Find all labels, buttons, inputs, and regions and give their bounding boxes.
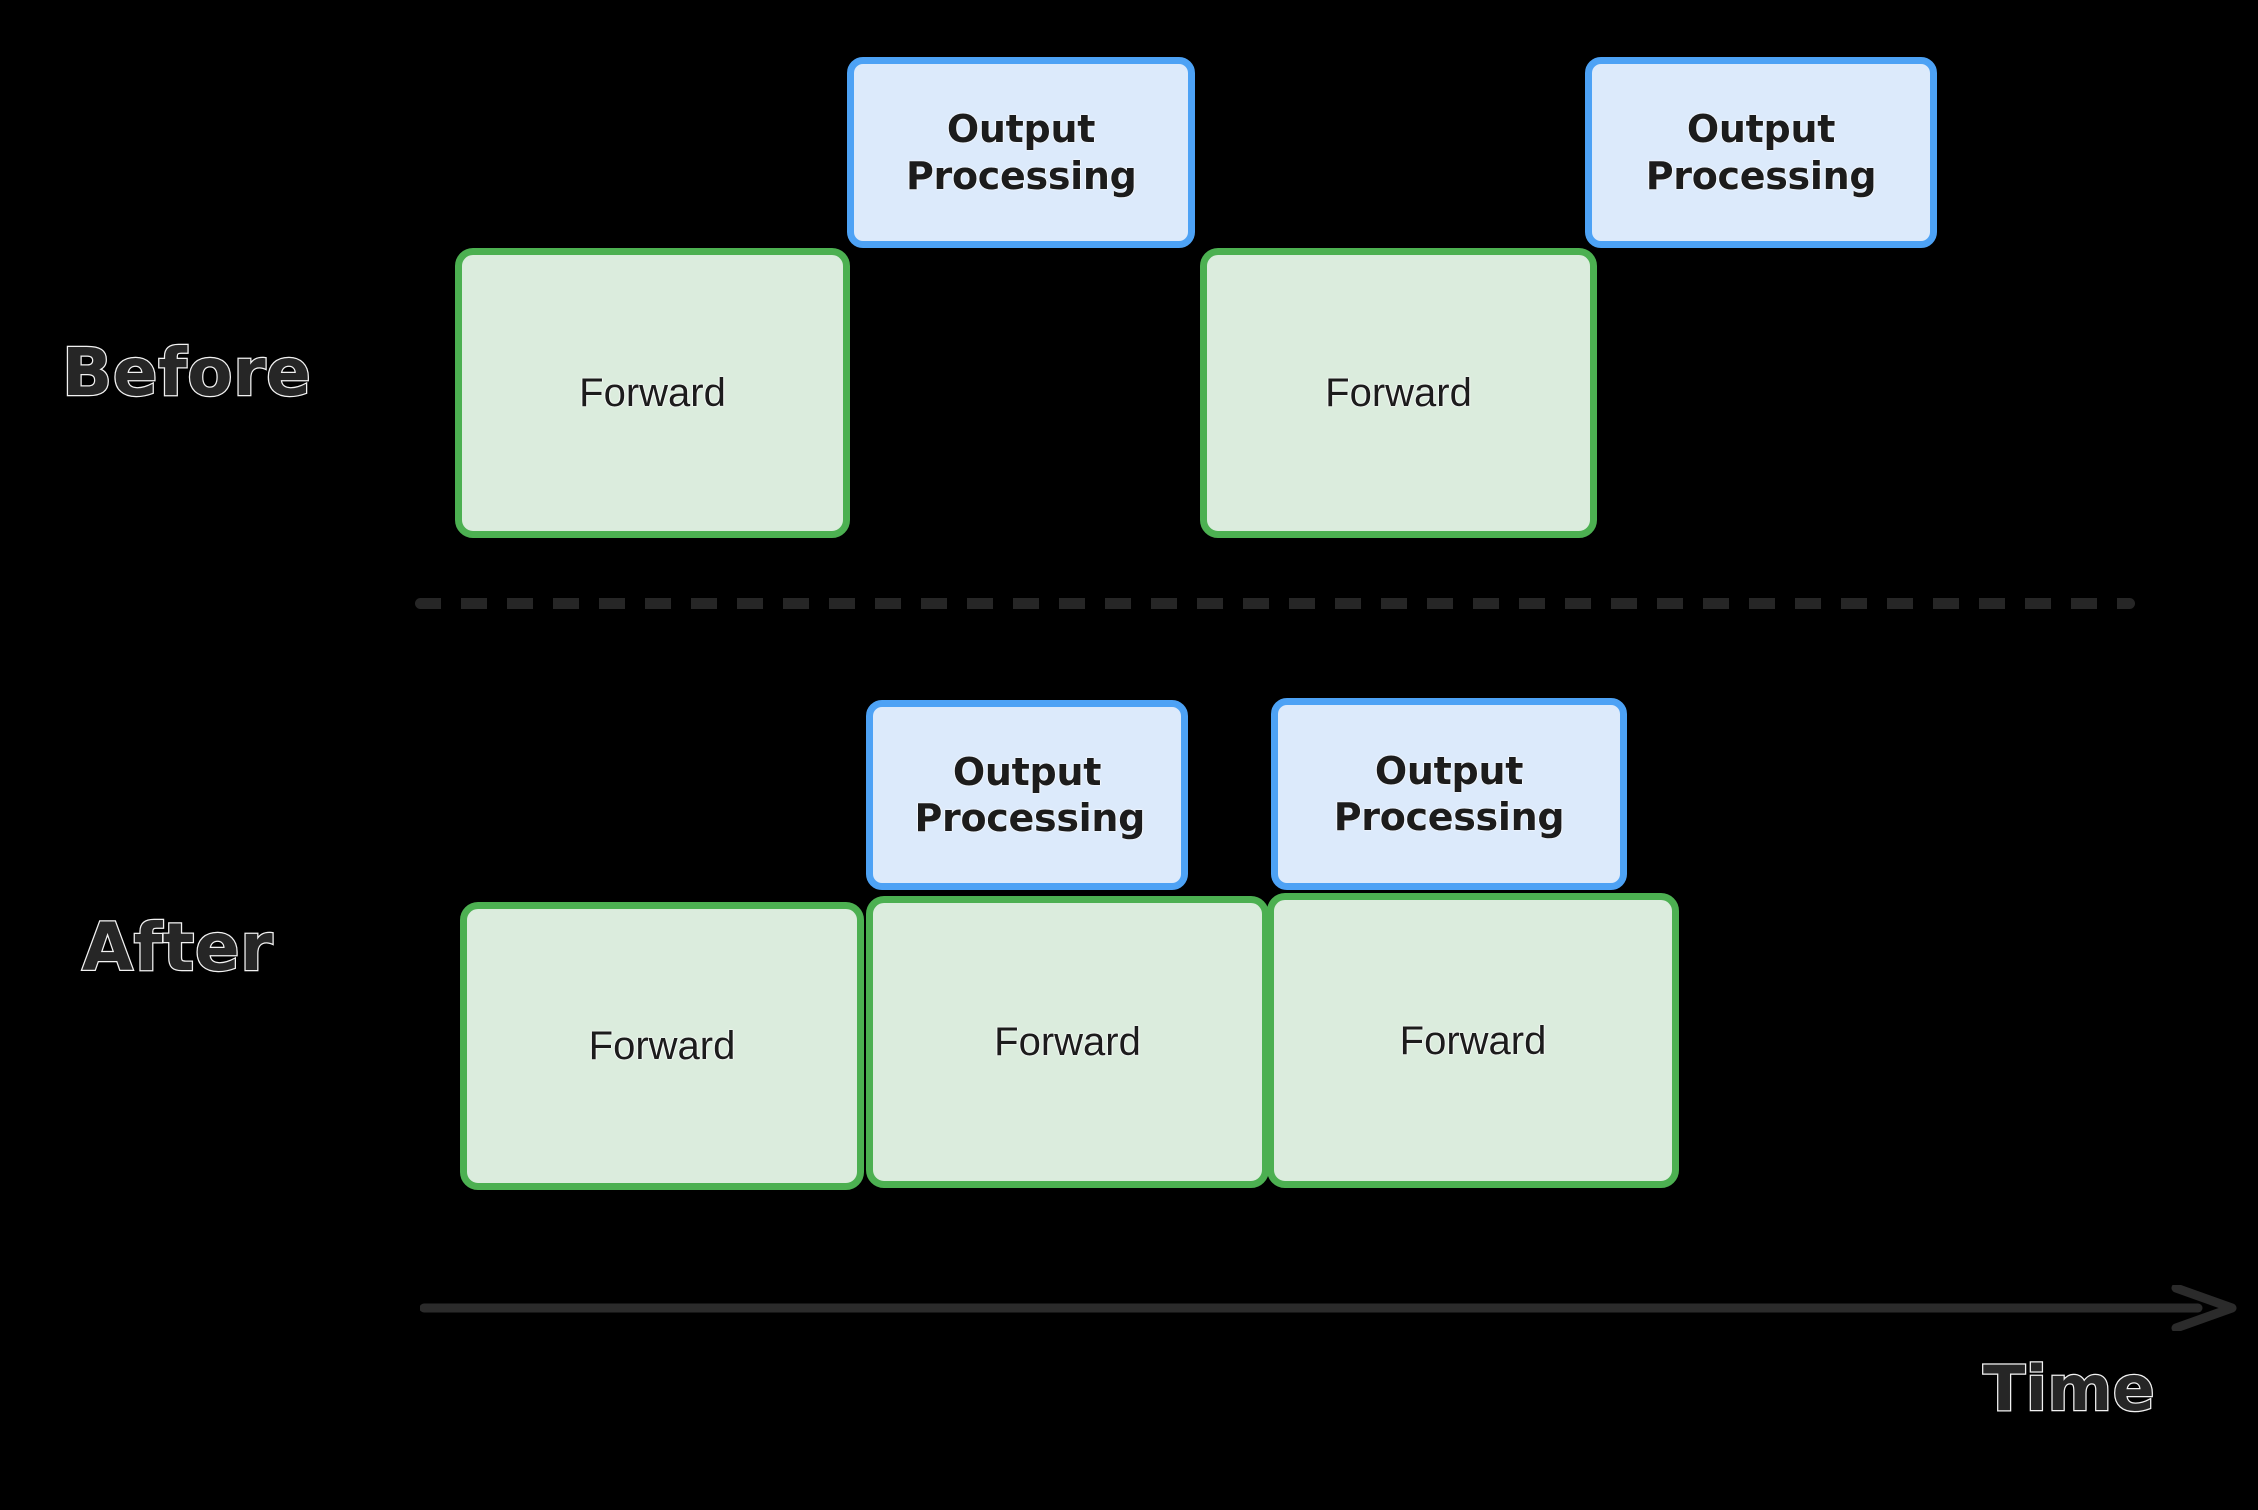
section-divider-dashed-line [415, 598, 2135, 609]
block-label: Forward [1325, 371, 1472, 415]
after-forward-block-2[interactable]: Forward [866, 896, 1269, 1188]
after-output-processing-block-2[interactable]: Output Processing [1271, 698, 1627, 890]
before-forward-block-1[interactable]: Forward [455, 248, 850, 538]
after-forward-block-1[interactable]: Forward [460, 902, 864, 1190]
section-label-before: Before [61, 334, 312, 411]
block-label: Forward [588, 1024, 736, 1068]
after-forward-block-3[interactable]: Forward [1267, 893, 1679, 1188]
block-label: Forward [579, 371, 726, 415]
time-axis-label: Time [1982, 1352, 2156, 1425]
block-label: Output Processing [914, 749, 1146, 840]
block-label: Output Processing [1333, 748, 1565, 839]
block-label: Forward [1399, 1018, 1547, 1063]
before-forward-block-2[interactable]: Forward [1200, 248, 1597, 538]
section-label-after: After [81, 909, 274, 986]
time-axis-arrow [420, 1285, 2237, 1331]
block-label: Forward [994, 1020, 1141, 1064]
before-output-processing-block-1[interactable]: Output Processing [847, 57, 1195, 248]
after-output-processing-block-1[interactable]: Output Processing [866, 700, 1188, 890]
before-output-processing-block-2[interactable]: Output Processing [1585, 57, 1937, 248]
block-label: Output Processing [1645, 107, 1877, 198]
block-label: Output Processing [906, 107, 1137, 198]
